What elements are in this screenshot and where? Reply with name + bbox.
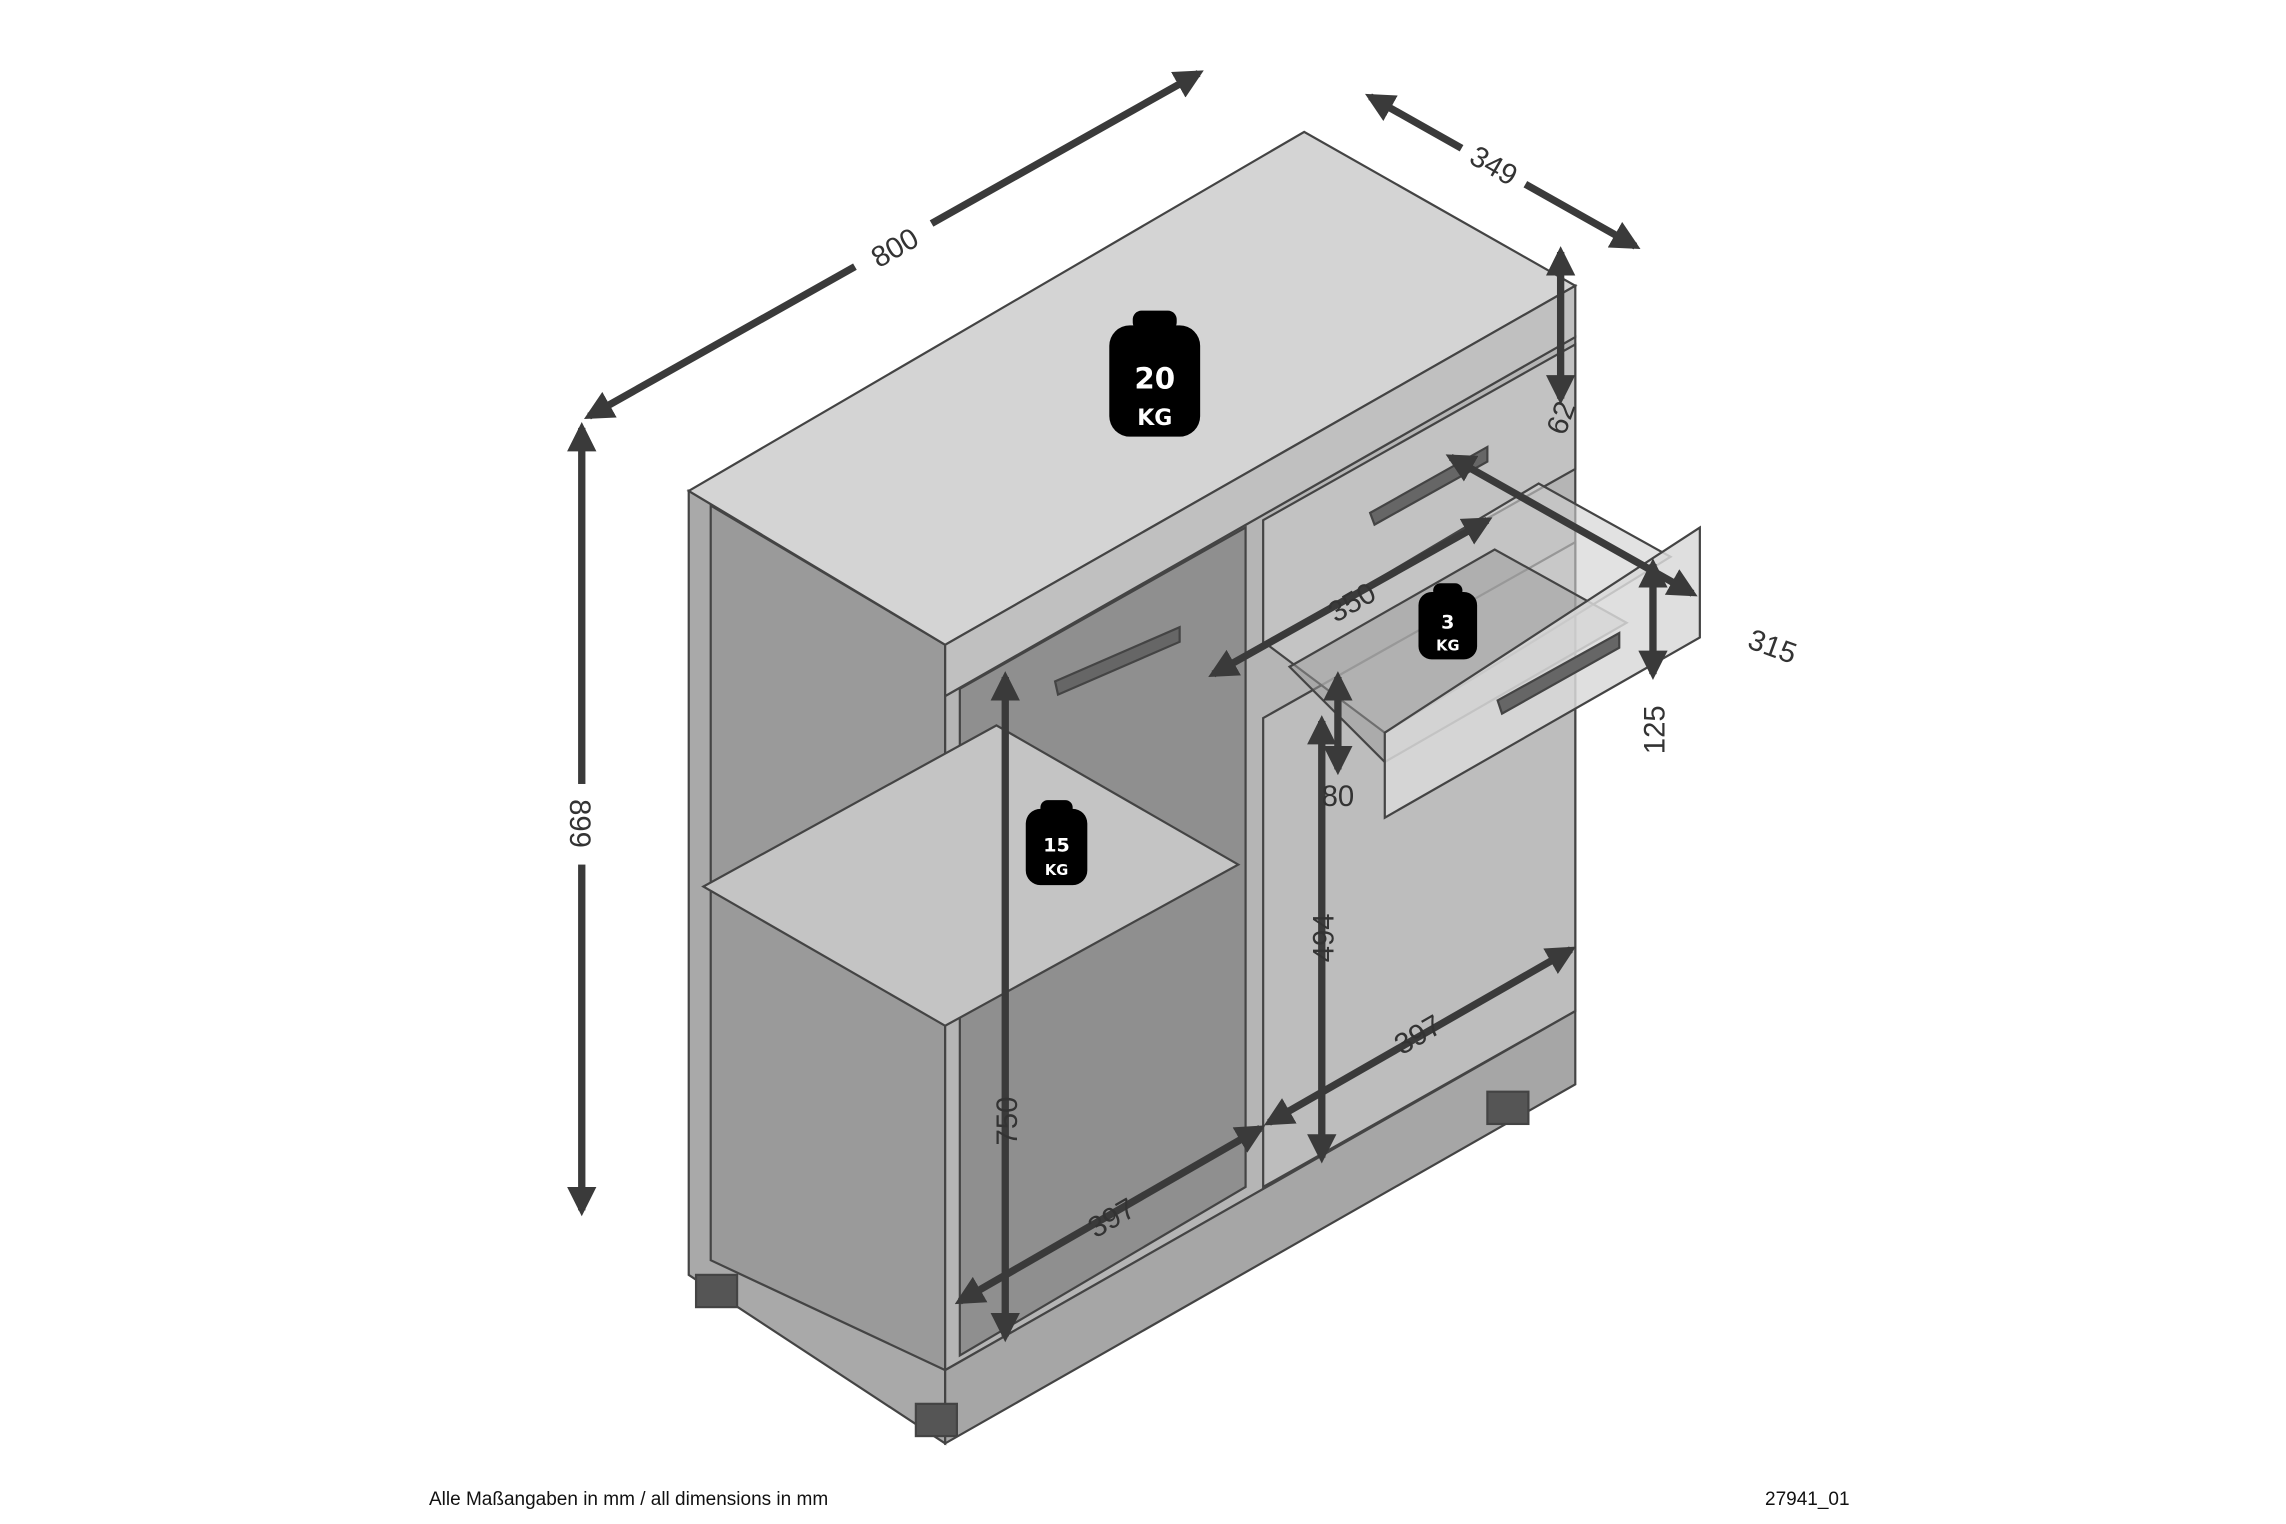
handle-left-door xyxy=(1053,625,1181,697)
dim-line-left-width xyxy=(954,1125,1266,1305)
label-height: 899 xyxy=(563,799,596,848)
foot-front xyxy=(914,1402,958,1438)
label-drawer-depth: 315 xyxy=(1744,623,1801,671)
dim-line-drawer-width xyxy=(1208,517,1493,678)
label-right-compartment-height: 494 xyxy=(1308,913,1341,962)
weight-drawer-value: 3 xyxy=(1441,612,1454,634)
weight-drawer-unit: KG xyxy=(1436,638,1459,655)
dimensions-note: Alle Maßangaben in mm / all dimensions i… xyxy=(429,1489,829,1510)
label-left-compartment-height: 750 xyxy=(991,1097,1024,1146)
weight-top-unit: KG xyxy=(1137,406,1172,431)
cabinet xyxy=(686,130,1701,1446)
shelf xyxy=(701,724,1241,1028)
weight-icon-top: 20 KG xyxy=(1109,310,1201,437)
weight-top-value: 20 xyxy=(1134,361,1175,395)
weight-icon-shelf: 15 KG xyxy=(1025,800,1088,886)
label-drawer-inner: 80 xyxy=(1322,780,1355,813)
label-drawer-front: 125 xyxy=(1639,705,1672,754)
dim-line-right-width xyxy=(1263,946,1576,1126)
foot-left xyxy=(694,1273,739,1309)
article-code: 27941_01 xyxy=(1765,1489,1850,1510)
weight-icon-drawer: 3 KG xyxy=(1418,583,1478,660)
foot-right xyxy=(1486,1090,1530,1126)
weight-shelf-unit: KG xyxy=(1045,862,1068,879)
top-front-edge xyxy=(944,283,1577,698)
weight-shelf-value: 15 xyxy=(1043,834,1069,856)
handle-open-drawer xyxy=(1496,631,1621,716)
